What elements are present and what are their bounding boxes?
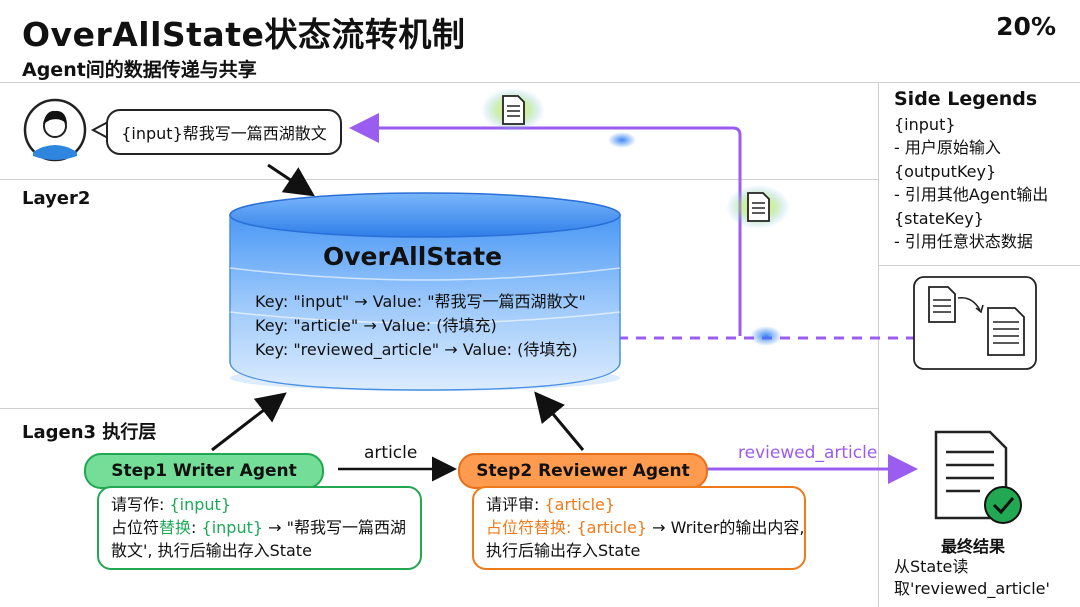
writer-line1-prefix: 请写作:	[111, 495, 170, 514]
document-transfer-icon	[913, 276, 1037, 370]
state-entry-reviewed-article: Key: "reviewed_article" → Value: (待填充)	[255, 340, 578, 359]
writer-line2-sep: :	[191, 518, 202, 537]
document-icon	[747, 192, 770, 222]
side-divider	[878, 82, 879, 607]
reviewer-agent-description: 请评审: {article} 占位符替换: {article} → Writer…	[472, 486, 806, 570]
legend-title: Side Legends	[894, 88, 1038, 110]
legend-line: {outputKey}	[894, 161, 997, 181]
writer-to-state-arrow	[211, 392, 287, 452]
layer3-label: Lagen3 执行层	[22, 422, 157, 443]
legend-list: {input} - 用户原始输入 {outputKey} - 引用其他Agent…	[894, 113, 1048, 253]
legend-divider	[878, 265, 1080, 266]
state-entry-article: Key: "article" → Value: (待填充)	[255, 316, 497, 335]
writer-line3: 散文', 执行后输出存入State	[111, 541, 312, 560]
reviewer-line2-rest: → Writer的输出内容,	[647, 518, 805, 537]
final-result-description: 从State读取'reviewed_article'	[894, 557, 1050, 598]
writer-agent-pill: Step1 Writer Agent	[84, 453, 324, 489]
reviewer-line2-key: {article}	[576, 518, 648, 537]
speech-tail	[90, 121, 109, 139]
article-flow-label: article	[364, 443, 418, 463]
check-icon	[984, 486, 1022, 524]
reviewer-line1-key: {article}	[544, 495, 616, 514]
state-title: OverAllState	[323, 242, 503, 271]
layer2-label: Layer2	[22, 188, 91, 209]
writer-line2-key: {input}	[201, 518, 264, 537]
prompt-to-state-arrow	[267, 163, 315, 197]
state-feedback-arrow	[349, 113, 742, 336]
reviewer-to-state-arrow	[534, 391, 585, 451]
document-icon	[502, 95, 525, 125]
progress-percent: 20%	[996, 12, 1056, 41]
final-result-title: 最终结果	[941, 537, 1006, 556]
reviewer-line2-prefix: 占位符替换:	[486, 518, 577, 537]
user-prompt-bubble: {input}帮我写一篇西湖散文	[106, 109, 342, 155]
page-subtitle: Agent间的数据传递与共享	[22, 59, 257, 81]
state-entry-input: Key: "input" → Value: "帮我写一篇西湖散文"	[255, 292, 586, 311]
reviewer-agent-pill: Step2 Reviewer Agent	[458, 453, 708, 489]
header-divider	[0, 82, 1080, 83]
user-avatar	[23, 98, 87, 162]
writer-agent-description: 请写作: {input} 占位符替换: {input} → "帮我写一篇西湖 散…	[97, 486, 422, 570]
reviewed-article-flow-label: reviewed_article	[738, 443, 878, 463]
glow-spot	[750, 326, 782, 346]
writer-line2-prefix: 占位符	[111, 518, 160, 537]
legend-line: - 用户原始输入	[894, 138, 1001, 158]
writer-line2-highlight: 替换	[159, 518, 192, 537]
writer-line2-rest: → "帮我写一篇西湖	[263, 518, 406, 537]
reviewer-line3: 执行后输出存入State	[486, 541, 641, 560]
layer1-divider	[0, 179, 878, 180]
overallstate-database	[229, 192, 621, 391]
legend-line: - 引用任意状态数据	[894, 232, 1033, 252]
page-title: OverAllState状态流转机制	[22, 15, 466, 54]
layer2-divider	[0, 408, 878, 409]
reviewer-line1-prefix: 请评审:	[486, 495, 545, 514]
legend-line: {input}	[894, 115, 956, 134]
glow-spot	[608, 132, 636, 148]
writer-line1-key: {input}	[169, 495, 231, 514]
legend-line: {stateKey}	[894, 208, 984, 228]
legend-line: - 引用其他Agent输出	[894, 185, 1049, 205]
